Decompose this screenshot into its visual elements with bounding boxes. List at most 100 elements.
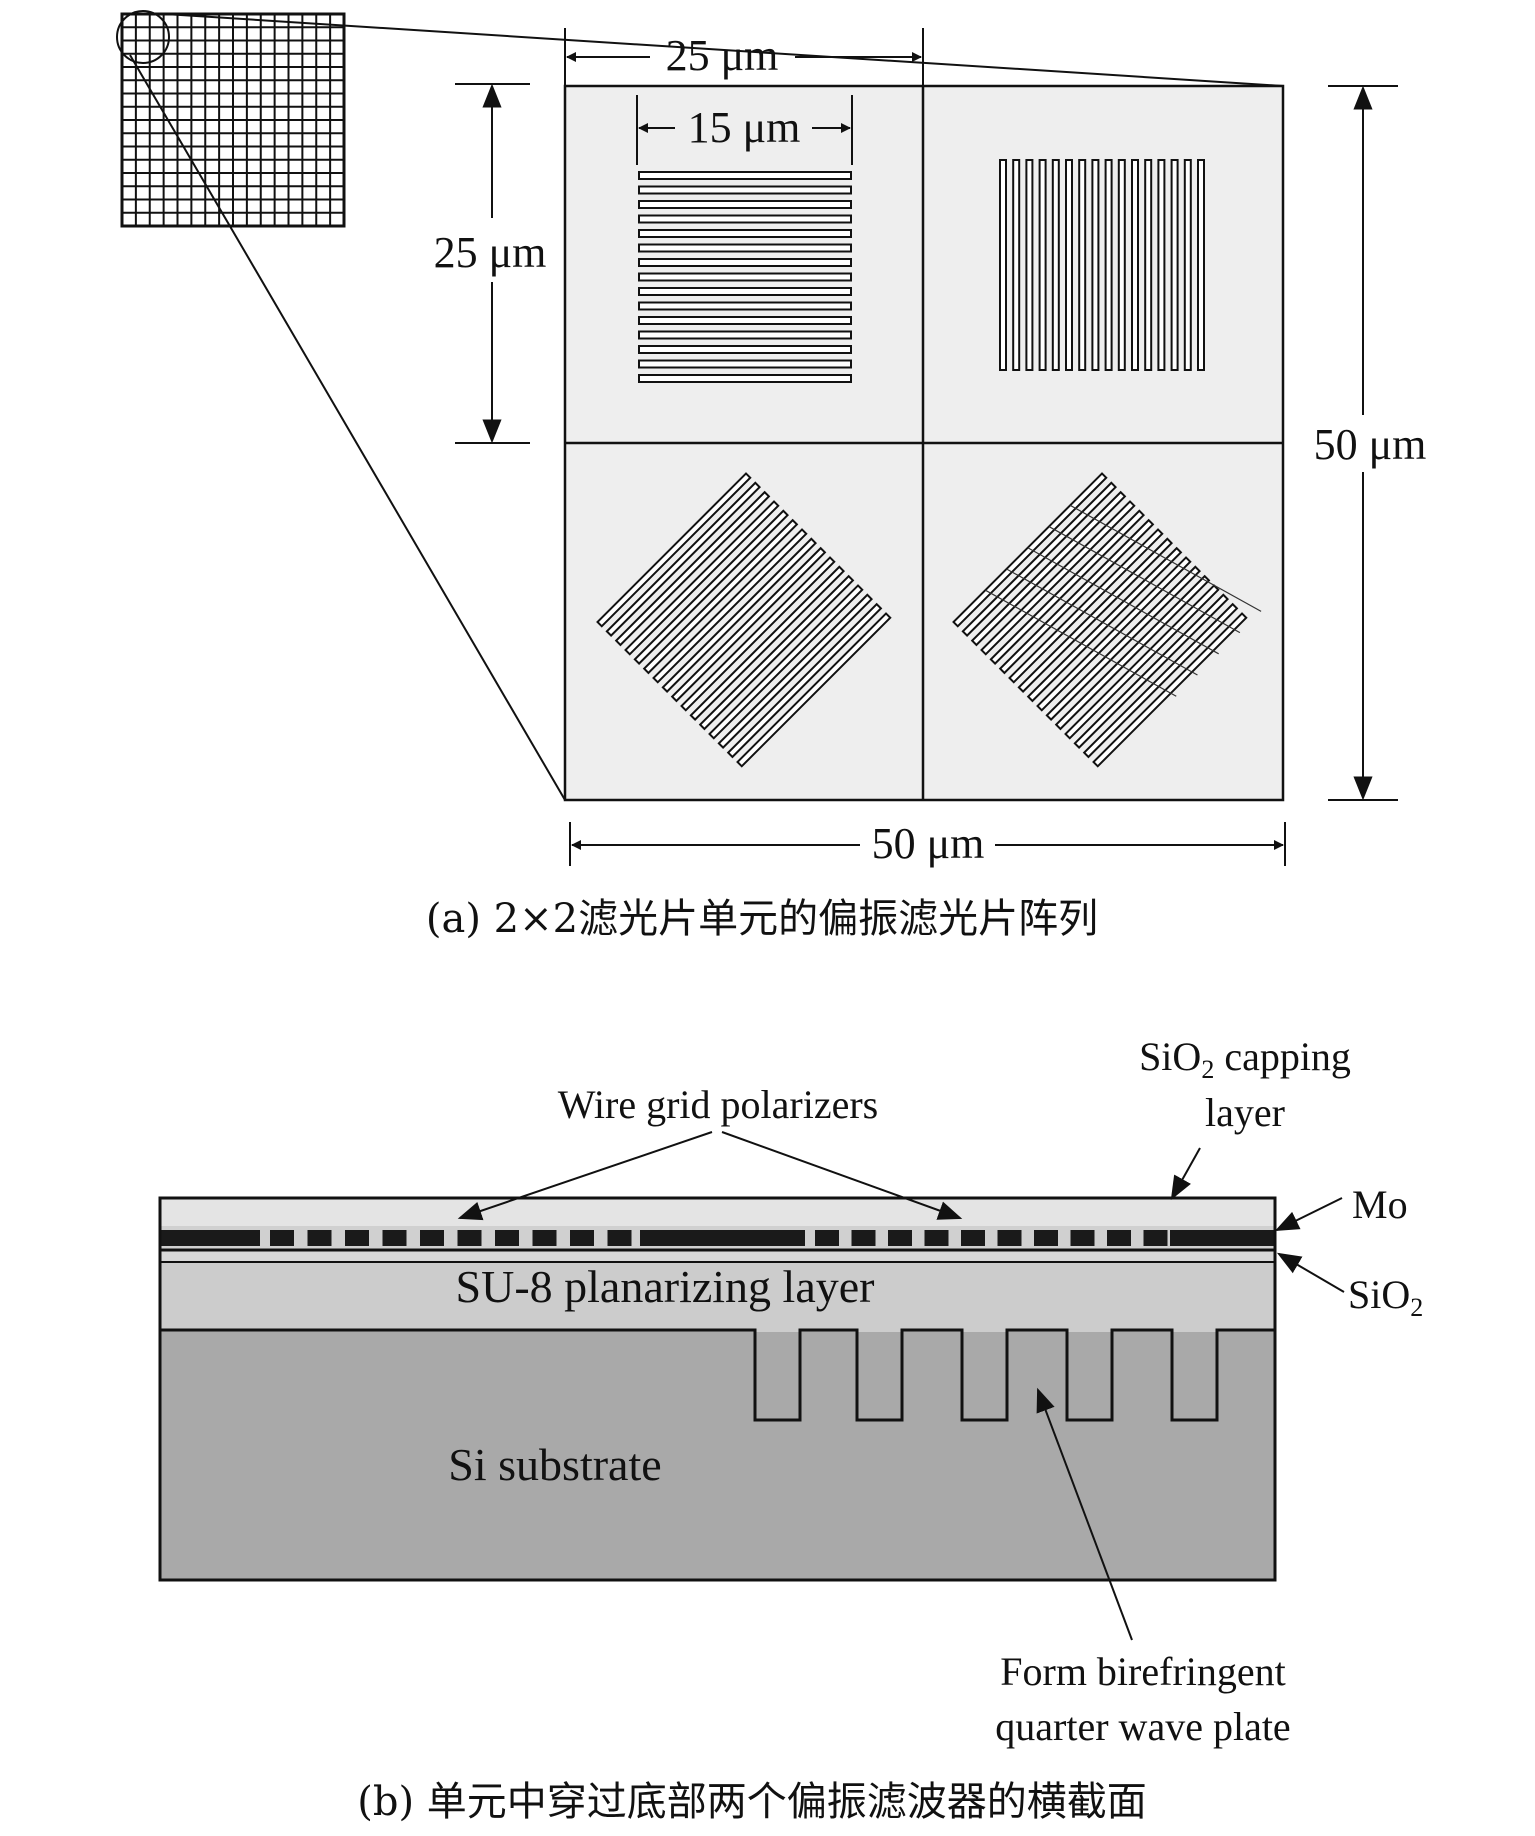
grating-bar: [1065, 159, 1073, 371]
arrow-waveplate: [1036, 1387, 1133, 1641]
arrow-capping: [1170, 1147, 1201, 1201]
moire-line: [1048, 526, 1241, 634]
caption-a: (a) 2×2滤光片单元的偏振滤光片阵列: [426, 896, 1098, 942]
grating-bar: [1092, 612, 1248, 768]
grating-bar: [638, 330, 852, 340]
grating-bar: [1012, 159, 1021, 371]
grating-bar: [1038, 159, 1047, 371]
grating-bar: [1091, 159, 1100, 371]
mo-wire: [1143, 1230, 1168, 1246]
grating-bar: [998, 518, 1155, 675]
grating-bar: [633, 509, 789, 665]
grating-bar: [638, 359, 852, 369]
grating-diagonal-right: [952, 472, 1262, 768]
grating-vertical: [999, 159, 1205, 371]
grating-bar: [717, 593, 873, 749]
label-sio2-subscript: 2: [1410, 1293, 1423, 1322]
grating-bar: [1045, 565, 1201, 721]
grating-bar: [736, 612, 892, 768]
moire-line: [985, 589, 1177, 697]
grating-bar: [1064, 584, 1220, 740]
grating-bar: [1051, 159, 1060, 371]
grating-bar: [1183, 159, 1192, 371]
grating-bar: [614, 490, 771, 647]
label-si-substrate: Si substrate: [448, 1439, 661, 1490]
grating-bar: [1073, 593, 1229, 749]
label-su8-layer: SU-8 planarizing layer: [456, 1261, 875, 1312]
grating-bar: [670, 546, 827, 703]
grating-bar: [638, 301, 852, 311]
mo-wire: [457, 1230, 482, 1246]
label-capping-subscript: 2: [1201, 1055, 1214, 1084]
grating-bar: [642, 518, 799, 675]
arrow-sio2: [1276, 1252, 1345, 1293]
grating-bar: [596, 472, 752, 628]
mo-wire: [607, 1230, 632, 1246]
grating-bar: [1197, 159, 1205, 371]
panel-b: Wire grid polarizers SiO2 capping layer …: [158, 1034, 1423, 1825]
grating-bar: [638, 200, 852, 209]
grating-bar: [1054, 574, 1211, 731]
moire-line: [1006, 568, 1198, 676]
dim-label-cell-height: 25 μm: [434, 228, 547, 277]
grating-bar: [1157, 159, 1166, 371]
arrow-wire-grid-right: [721, 1131, 963, 1220]
mo-wire: [1107, 1230, 1131, 1246]
array-thumbnail: [120, 12, 346, 228]
mo-wire: [851, 1230, 876, 1246]
mo-wire: [495, 1230, 519, 1246]
cross-section-frame: [158, 1196, 1277, 1582]
grating-bar: [989, 509, 1145, 665]
grating-diagonal-left: [596, 472, 892, 768]
zoom-line-bottom: [129, 54, 566, 801]
grating-bar: [980, 500, 1136, 656]
grating-bar: [652, 528, 808, 684]
mo-wire: [888, 1230, 912, 1246]
grating-bar: [638, 171, 852, 180]
grating-bar: [1131, 159, 1139, 371]
mo-wire: [1034, 1230, 1058, 1246]
label-sio2: SiO2: [1348, 1272, 1423, 1322]
grating-bar: [638, 258, 852, 267]
label-sio2-main: SiO: [1348, 1272, 1410, 1317]
grating-bar: [605, 481, 761, 637]
mo-wire: [270, 1230, 294, 1246]
zoom-circle: [116, 10, 170, 64]
grating-bar: [999, 159, 1007, 371]
grating-bar: [1104, 159, 1113, 371]
arrow-wire-grid-left: [457, 1131, 713, 1221]
zoom-line-top: [164, 13, 1284, 87]
mo-wire: [345, 1230, 369, 1246]
label-mo: Mo: [1352, 1182, 1408, 1227]
mo-wire: [924, 1230, 949, 1246]
grating-bar: [680, 556, 836, 712]
mo-wire: [420, 1230, 444, 1246]
mo-wire-grid: [160, 1230, 1275, 1246]
grating-bar: [638, 287, 852, 296]
grating-bar: [638, 345, 852, 354]
grating-bar: [961, 481, 1117, 637]
dim-label-total-width: 50 μm: [872, 819, 985, 868]
label-waveplate-line1: Form birefringent: [1000, 1649, 1286, 1694]
mo-wire: [532, 1230, 557, 1246]
grating-bar: [638, 316, 852, 325]
label-capping-line2: layer: [1205, 1090, 1285, 1135]
grating-bar: [698, 574, 855, 731]
grating-bar: [638, 243, 852, 253]
arrow-mo: [1274, 1197, 1343, 1232]
label-capping-layer: SiO2 capping: [1139, 1034, 1351, 1084]
dim-label-grating-width: 15 μm: [688, 103, 801, 152]
mo-solid: [640, 1230, 805, 1246]
grating-bar: [1036, 556, 1192, 712]
grating-bar: [952, 472, 1108, 628]
grating-bar: [1078, 159, 1087, 371]
grating-bar: [689, 565, 845, 721]
grating-bar: [638, 214, 852, 224]
mo-wire: [307, 1230, 332, 1246]
mo-wire: [997, 1230, 1022, 1246]
grating-bar: [1117, 159, 1126, 371]
mo-solid: [160, 1230, 260, 1246]
grating-horizontal: [638, 171, 852, 383]
dim-label-total-height: 50 μm: [1314, 420, 1427, 469]
